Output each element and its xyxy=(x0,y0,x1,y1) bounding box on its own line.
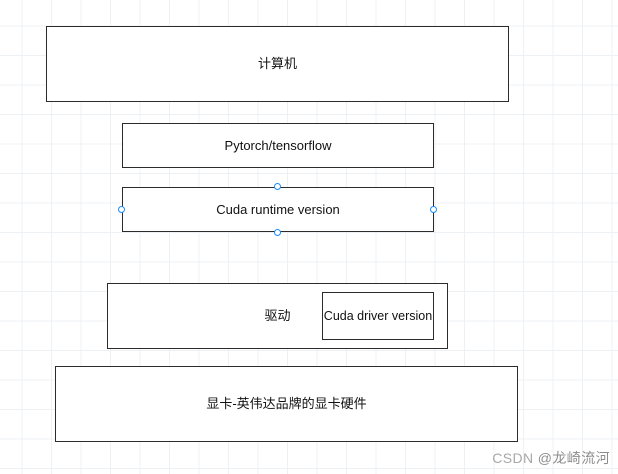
watermark: CSDN @龙崎流河 xyxy=(492,448,610,468)
box-gpu[interactable]: 显卡-英伟达品牌的显卡硬件 xyxy=(55,366,518,442)
box-gpu-label: 显卡-英伟达品牌的显卡硬件 xyxy=(206,396,367,412)
resize-handle-right[interactable] xyxy=(430,206,437,213)
watermark-user: @龙崎流河 xyxy=(537,450,610,466)
box-computer-label: 计算机 xyxy=(257,56,297,72)
box-computer[interactable]: 计算机 xyxy=(46,26,509,102)
resize-handle-top[interactable] xyxy=(274,183,281,190)
box-framework[interactable]: Pytorch/tensorflow xyxy=(122,123,434,168)
box-cuda-driver-label: Cuda driver version xyxy=(323,308,433,323)
watermark-brand: CSDN xyxy=(492,450,538,466)
box-driver-label: 驱动 xyxy=(264,308,291,324)
box-cuda-runtime[interactable]: Cuda runtime version xyxy=(122,187,434,232)
box-framework-label: Pytorch/tensorflow xyxy=(224,137,332,153)
resize-handle-left[interactable] xyxy=(118,206,125,213)
box-cuda-driver[interactable]: Cuda driver version xyxy=(322,292,434,340)
box-cuda-runtime-label: Cuda runtime version xyxy=(216,201,340,217)
resize-handle-bottom[interactable] xyxy=(274,229,281,236)
